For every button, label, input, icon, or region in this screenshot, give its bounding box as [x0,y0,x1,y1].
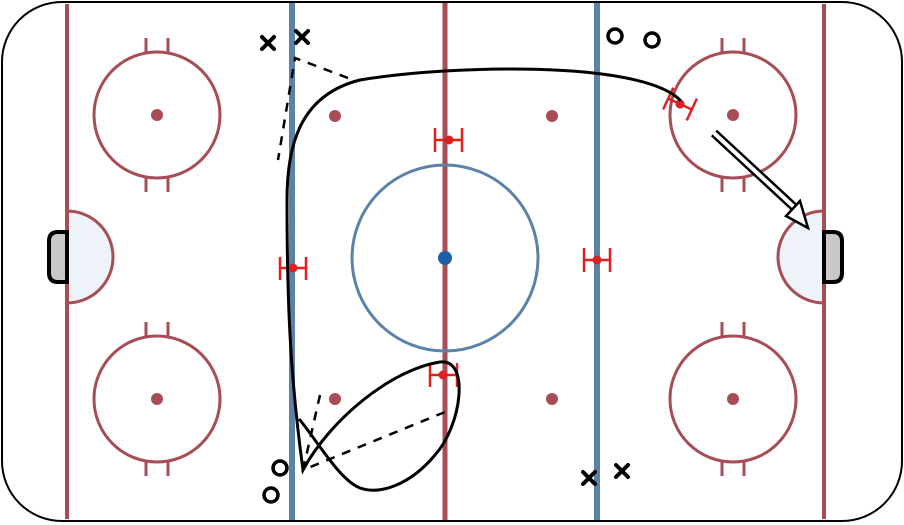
cones [278,87,698,387]
neutral-dot-tl [329,110,341,122]
skate-path-long [285,67,682,492]
x-player-3 [581,470,597,486]
faceoff-circle-top-right [668,38,798,192]
pass-bottom-left [301,394,446,473]
left-crease [65,209,115,305]
faceoff-circle-bottom-left [92,322,222,476]
shot-arrowhead [783,198,811,231]
x-player-1 [260,35,276,51]
shot-arrow [710,129,811,231]
faceoff-dot-tr [727,109,739,121]
cone-right-blue [582,248,612,272]
x-player-2 [294,29,310,45]
faceoff-dot-bl [151,393,163,405]
o-player-2 [643,31,661,49]
left-net [47,230,69,284]
center-faceoff-dot [438,251,452,265]
cone-right-zone [662,87,698,121]
faceoff-dots [151,109,739,405]
o-players [262,27,661,504]
pass-top-left [276,56,349,161]
x-player-4 [614,463,630,479]
x-players [260,29,630,486]
neutral-dot-br [546,393,558,405]
right-net [822,230,844,284]
o-player-1 [606,27,624,45]
cone-center-top [433,128,464,152]
faceoff-dot-tl [151,109,163,121]
faceoff-dot-br [727,393,739,405]
faceoff-circles [92,38,798,476]
center-circle [350,163,540,353]
o-player-4 [262,486,280,504]
o-player-3 [271,459,289,477]
neutral-dot-bl [329,393,341,405]
faceoff-circle-bottom-right [668,322,798,476]
faceoff-circle-top-left [92,38,222,192]
neutral-dot-tr [546,110,558,122]
pass-paths [276,56,446,473]
cone-left-blue [278,257,308,280]
